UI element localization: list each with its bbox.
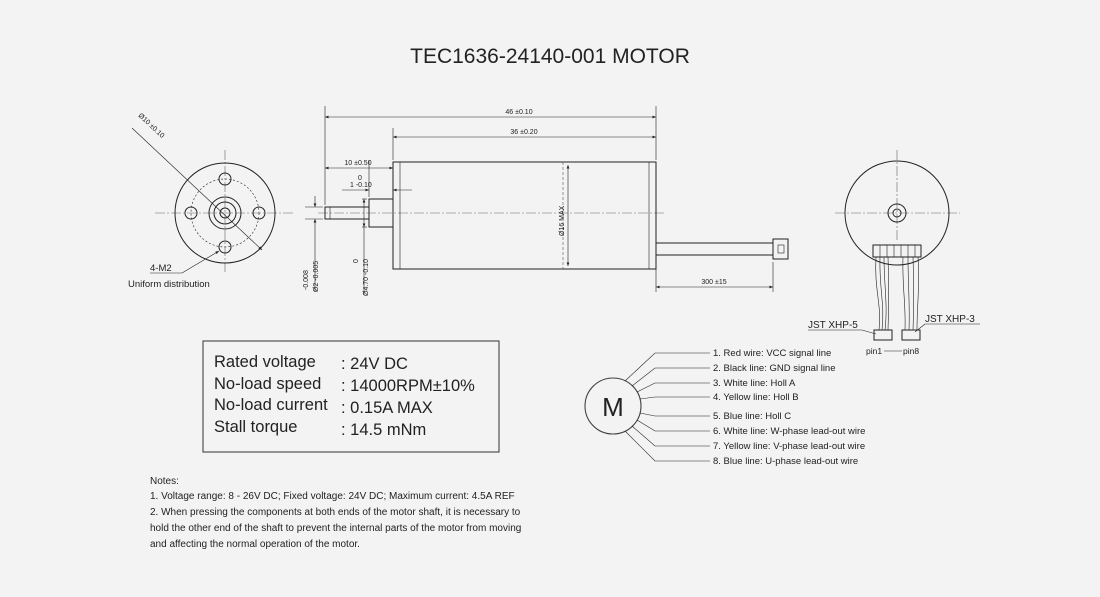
note-line-2: 2. When pressing the components at both … bbox=[150, 507, 521, 518]
lead-wire-end bbox=[772, 238, 789, 260]
dim-body-dia: Ø16 MAX bbox=[559, 205, 566, 236]
mount-hole bbox=[218, 172, 232, 186]
wire-3-label: 3. White line: Holl A bbox=[713, 378, 796, 389]
dim-body-length: 36 ±0.20 bbox=[510, 129, 537, 136]
wire-harness-clip bbox=[872, 244, 922, 258]
spec-value-no-load-current: : 0.15A MAX bbox=[341, 399, 433, 417]
dim-step-tol-lower: 1 -0.10 bbox=[350, 182, 372, 189]
notes-heading: Notes: bbox=[150, 476, 179, 487]
spec-label-no-load-current: No-load current bbox=[214, 396, 328, 414]
mount-hole bbox=[252, 206, 266, 220]
spec-table: Rated voltage : 24V DC No-load speed : 1… bbox=[202, 340, 500, 453]
side-view: 46 ±0.10 36 ±0.20 10 ±0.50 0 1 -0.10 -0.… bbox=[303, 106, 789, 296]
dim-overall-length: 46 ±0.10 bbox=[505, 109, 532, 116]
dim-boss-lower: Ø4.70 -0.10 bbox=[363, 259, 370, 296]
dim-shaft-length: 10 ±0.50 bbox=[344, 160, 371, 167]
dim-step-tol-upper: 0 bbox=[358, 175, 362, 182]
shaft-boss bbox=[208, 196, 242, 230]
connector-xhp3 bbox=[901, 329, 921, 341]
motor-body bbox=[392, 161, 657, 270]
front-view-left: Ø10 ±0.10 4-M2 Uniform distribution bbox=[128, 112, 295, 290]
spec-value-stall-torque: : 14.5 mNm bbox=[341, 421, 426, 439]
hole-spec-label: 4-M2 bbox=[150, 263, 172, 274]
wire-1-label: 1. Red wire: VCC signal line bbox=[713, 348, 831, 359]
wire-7-label: 7. Yellow line: V-phase lead-out wire bbox=[713, 441, 865, 452]
wire-6-label: 6. White line: W-phase lead-out wire bbox=[713, 426, 865, 437]
wire-8-label: 8. Blue line: U-phase lead-out wire bbox=[713, 456, 858, 467]
connector-3-label: JST XHP-3 bbox=[925, 314, 975, 325]
hole-spec-note: Uniform distribution bbox=[128, 279, 210, 290]
notes: Notes: 1. Voltage range: 8 - 26V DC; Fix… bbox=[150, 476, 521, 550]
wiring-legend: M 1. Red wire: VCC signal line 2. Black … bbox=[584, 348, 865, 467]
rear-shaft-boss bbox=[887, 203, 907, 223]
dim-shaft-dia-upper: -0.008 bbox=[303, 270, 310, 290]
note-line-3: hold the other end of the shaft to preve… bbox=[150, 523, 521, 534]
note-line-1: 1. Voltage range: 8 - 26V DC; Fixed volt… bbox=[150, 491, 515, 502]
motor-symbol-letter: M bbox=[602, 392, 624, 422]
wire-2-label: 2. Black line: GND signal line bbox=[713, 363, 836, 374]
connector-5-label: JST XHP-5 bbox=[808, 320, 858, 331]
output-shaft bbox=[324, 206, 370, 220]
shaft bbox=[219, 207, 231, 219]
rear-view-right: JST XHP-5 JST XHP-3 pin1 pin8 bbox=[808, 150, 980, 356]
spec-label-no-load-speed: No-load speed bbox=[214, 375, 321, 393]
wire-4-label: 4. Yellow line: Holl B bbox=[713, 392, 799, 403]
spec-value-rated-voltage: : 24V DC bbox=[341, 355, 408, 373]
mount-hole bbox=[184, 206, 198, 220]
wire-5-label: 5. Blue line: Holl C bbox=[713, 411, 791, 422]
motor-symbol bbox=[584, 377, 642, 435]
mount-hole bbox=[218, 240, 232, 254]
spec-value-no-load-speed: : 14000RPM±10% bbox=[341, 377, 475, 395]
front-diameter-label: Ø10 ±0.10 bbox=[137, 112, 166, 139]
dim-shaft-dia-lower: Ø2 -0.005 bbox=[313, 261, 320, 292]
drawing-title: TEC1636-24140-001 MOTOR bbox=[410, 45, 690, 68]
rear-body-outline bbox=[844, 160, 950, 266]
dim-lead-length: 300 ±15 bbox=[701, 279, 726, 286]
dim-boss-upper: 0 bbox=[353, 259, 360, 263]
spec-label-stall-torque: Stall torque bbox=[214, 418, 297, 436]
pin8-label: pin8 bbox=[903, 346, 919, 356]
connector-xhp5 bbox=[873, 329, 893, 341]
spec-label-rated-voltage: Rated voltage bbox=[214, 353, 316, 371]
motor-body-outline bbox=[174, 162, 276, 264]
note-line-4: and affecting the normal operation of th… bbox=[150, 539, 360, 550]
pin1-label: pin1 bbox=[866, 346, 882, 356]
